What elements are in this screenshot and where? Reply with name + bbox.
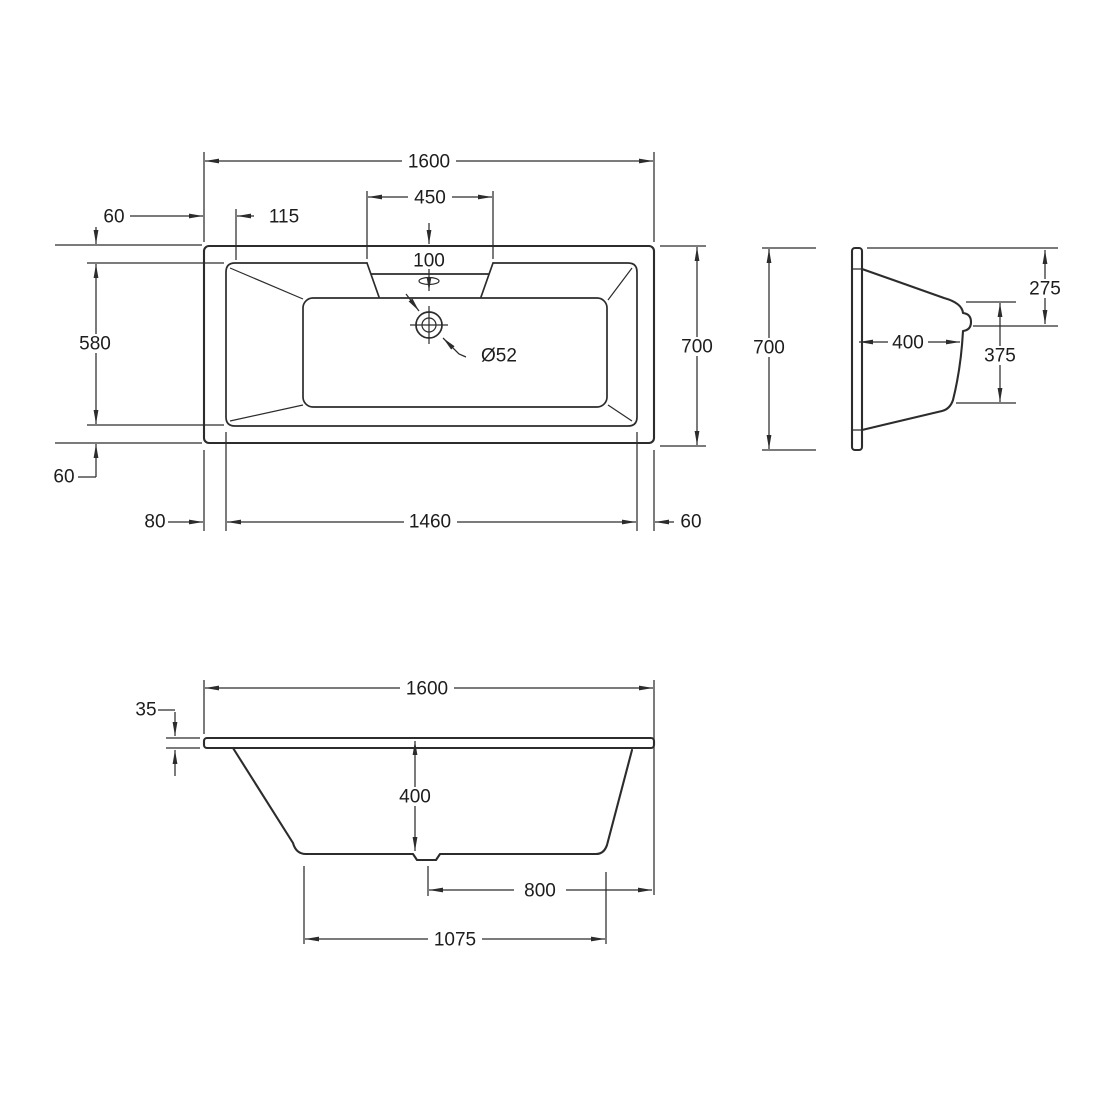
plan-dim-1460-label-bg [404, 512, 457, 531]
end-dim-375-label: 375 [984, 346, 1016, 367]
plan-dim-450-extensions [366, 191, 494, 259]
plan-dim-1460-label: 1460 [409, 512, 451, 533]
plan-inner-rim-outline [225, 262, 638, 427]
plan-dim-60-bottom-label: 60 [53, 467, 74, 488]
side-dim-1600-label-bg [400, 679, 454, 698]
side-dim-400-label: 400 [399, 787, 431, 808]
end-flange-bar [850, 246, 864, 452]
side-dim-1075-label: 1075 [434, 930, 476, 951]
side-dim-1075-label-bg [428, 930, 482, 949]
plan-dim-80-label: 80 [144, 512, 165, 533]
end-dim-375-label-bg [980, 346, 1020, 365]
plan-dim-450-label-bg [408, 188, 452, 207]
side-dim-1600-extensions [203, 680, 655, 895]
side-dim-1600-label: 1600 [406, 679, 448, 700]
end-flange-ticks [852, 268, 862, 431]
plan-outer-rim-outline [202, 244, 656, 445]
waste-diameter-label: Ø52 [481, 346, 517, 367]
end-dim-275-label: 275 [1029, 279, 1061, 300]
end-dim-700-label-bg [750, 338, 788, 357]
plan-dim-580-label-bg [77, 334, 114, 353]
plan-dim-1600-label-bg [402, 152, 456, 171]
plan-dim-100-label: 100 [413, 251, 445, 272]
plan-left-extension-lines-bottom [55, 424, 224, 444]
plan-dim-1600-extensions [203, 152, 655, 242]
side-dim-35-extensions [166, 737, 200, 749]
end-dim-700-extensions [762, 247, 816, 451]
side-tub-profile [231, 746, 634, 862]
plan-dim-1600-label: 1600 [408, 152, 450, 173]
end-dim-400-label-bg [888, 333, 928, 352]
waste-leader-lower [442, 337, 467, 358]
plan-dim-580-label: 580 [79, 334, 111, 355]
end-dim-400-label: 400 [892, 333, 924, 354]
plan-view: 1600 450 115 60 580 60 700 80 14 [53, 152, 716, 533]
end-elevation-view: 700 400 275 375 [750, 246, 1065, 452]
plan-dim-700-extensions [660, 245, 706, 447]
waste-drain-crosshair [410, 306, 448, 344]
waste-leader-upper [405, 293, 420, 312]
side-dim-1075-extensions [303, 866, 607, 944]
plan-left-extension-lines-top [55, 244, 224, 264]
side-dim-800-label: 800 [524, 881, 556, 902]
plan-dim-60-right-label: 60 [680, 512, 701, 533]
plan-overflow-recess [366, 262, 494, 298]
side-rim-slab [202, 736, 656, 750]
end-dim-275-label-bg [1025, 279, 1065, 298]
plan-dim-700-label: 700 [681, 337, 713, 358]
plan-dim-60-top-label: 60 [103, 207, 124, 228]
side-dim-400-label-bg [396, 787, 434, 806]
end-dim-375-extensions [956, 301, 1016, 404]
side-dim-800-label-bg [514, 881, 566, 900]
side-dim-35-label: 35 [135, 700, 156, 721]
plan-basin-floor-outline [302, 297, 608, 408]
plan-basin-slope-edges [229, 267, 633, 422]
end-tub-profile [860, 267, 973, 432]
plan-dim-450-label: 450 [414, 188, 446, 209]
end-dim-275-extensions [867, 247, 1058, 327]
plan-dim-700-label-bg [678, 337, 716, 356]
side-elevation-view: 1600 35 400 800 1075 [135, 679, 656, 951]
end-dim-700-label: 700 [753, 338, 785, 359]
plan-dim-115-label: 115 [269, 207, 299, 228]
plan-bottom-chain-extensions [203, 432, 655, 531]
